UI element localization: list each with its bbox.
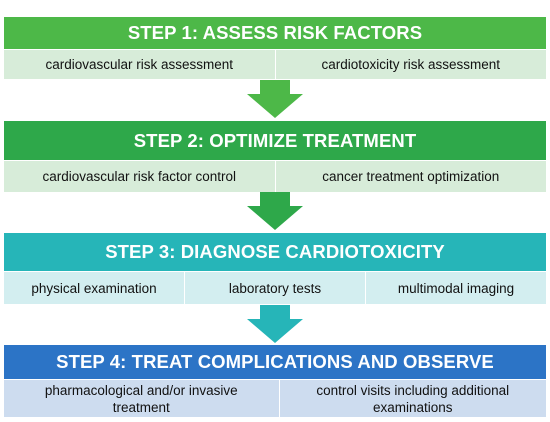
arrow-3-shape (247, 305, 303, 343)
step-4-item-2: control visits including additional exam… (316, 382, 510, 415)
step-2-item-1: cardiovascular risk factor control (4, 161, 276, 192)
step-2-header: STEP 2: OPTIMIZE TREATMENT (4, 121, 546, 160)
arrow-2-shape (247, 192, 303, 230)
step-1-item-2: cardiotoxicity risk assessment (321, 57, 501, 72)
step-3-item-3: multimodal imaging (397, 280, 515, 296)
step-2-row: cardiovascular risk factor control cance… (4, 160, 546, 192)
step-2-block: STEP 2: OPTIMIZE TREATMENT cardiovascula… (4, 121, 546, 192)
step-3-title: STEP 3: DIAGNOSE CARDIOTOXICITY (105, 241, 445, 262)
step-1-row: cardiovascular risk assessment cardiotox… (4, 49, 546, 79)
step-3-row: physical examination laboratory tests mu… (4, 271, 546, 304)
step-1-header: STEP 1: ASSESS RISK FACTORS (4, 17, 546, 49)
step-1-block: STEP 1: ASSESS RISK FACTORS cardiovascul… (4, 17, 546, 79)
step-2-item-2: cancer treatment optimization (322, 169, 500, 184)
step-3-item-1: physical examination (4, 272, 185, 304)
step-3-item-2: laboratory tests (185, 272, 366, 304)
down-arrow-3-icon (245, 305, 305, 343)
step-1-item-1: cardiovascular risk assessment (4, 50, 276, 79)
step-4-row: pharmacological and/or invasive treatmen… (4, 379, 546, 417)
down-arrow-1-icon (245, 80, 305, 118)
step-1-title: STEP 1: ASSESS RISK FACTORS (127, 22, 423, 43)
step-3-header: STEP 3: DIAGNOSE CARDIOTOXICITY (4, 233, 546, 271)
step-4-title: STEP 4: TREAT COMPLICATIONS AND OBSERVE (56, 351, 494, 372)
step-4-item-1: pharmacological and/or invasive treatmen… (4, 380, 280, 417)
step-4-block: STEP 4: TREAT COMPLICATIONS AND OBSERVE … (4, 345, 546, 417)
step-3-block: STEP 3: DIAGNOSE CARDIOTOXICITY physical… (4, 233, 546, 304)
step-2-title: STEP 2: OPTIMIZE TREATMENT (133, 129, 417, 151)
down-arrow-2-icon (245, 192, 305, 230)
step-4-header: STEP 4: TREAT COMPLICATIONS AND OBSERVE (4, 345, 546, 379)
arrow-1-shape (247, 80, 303, 118)
